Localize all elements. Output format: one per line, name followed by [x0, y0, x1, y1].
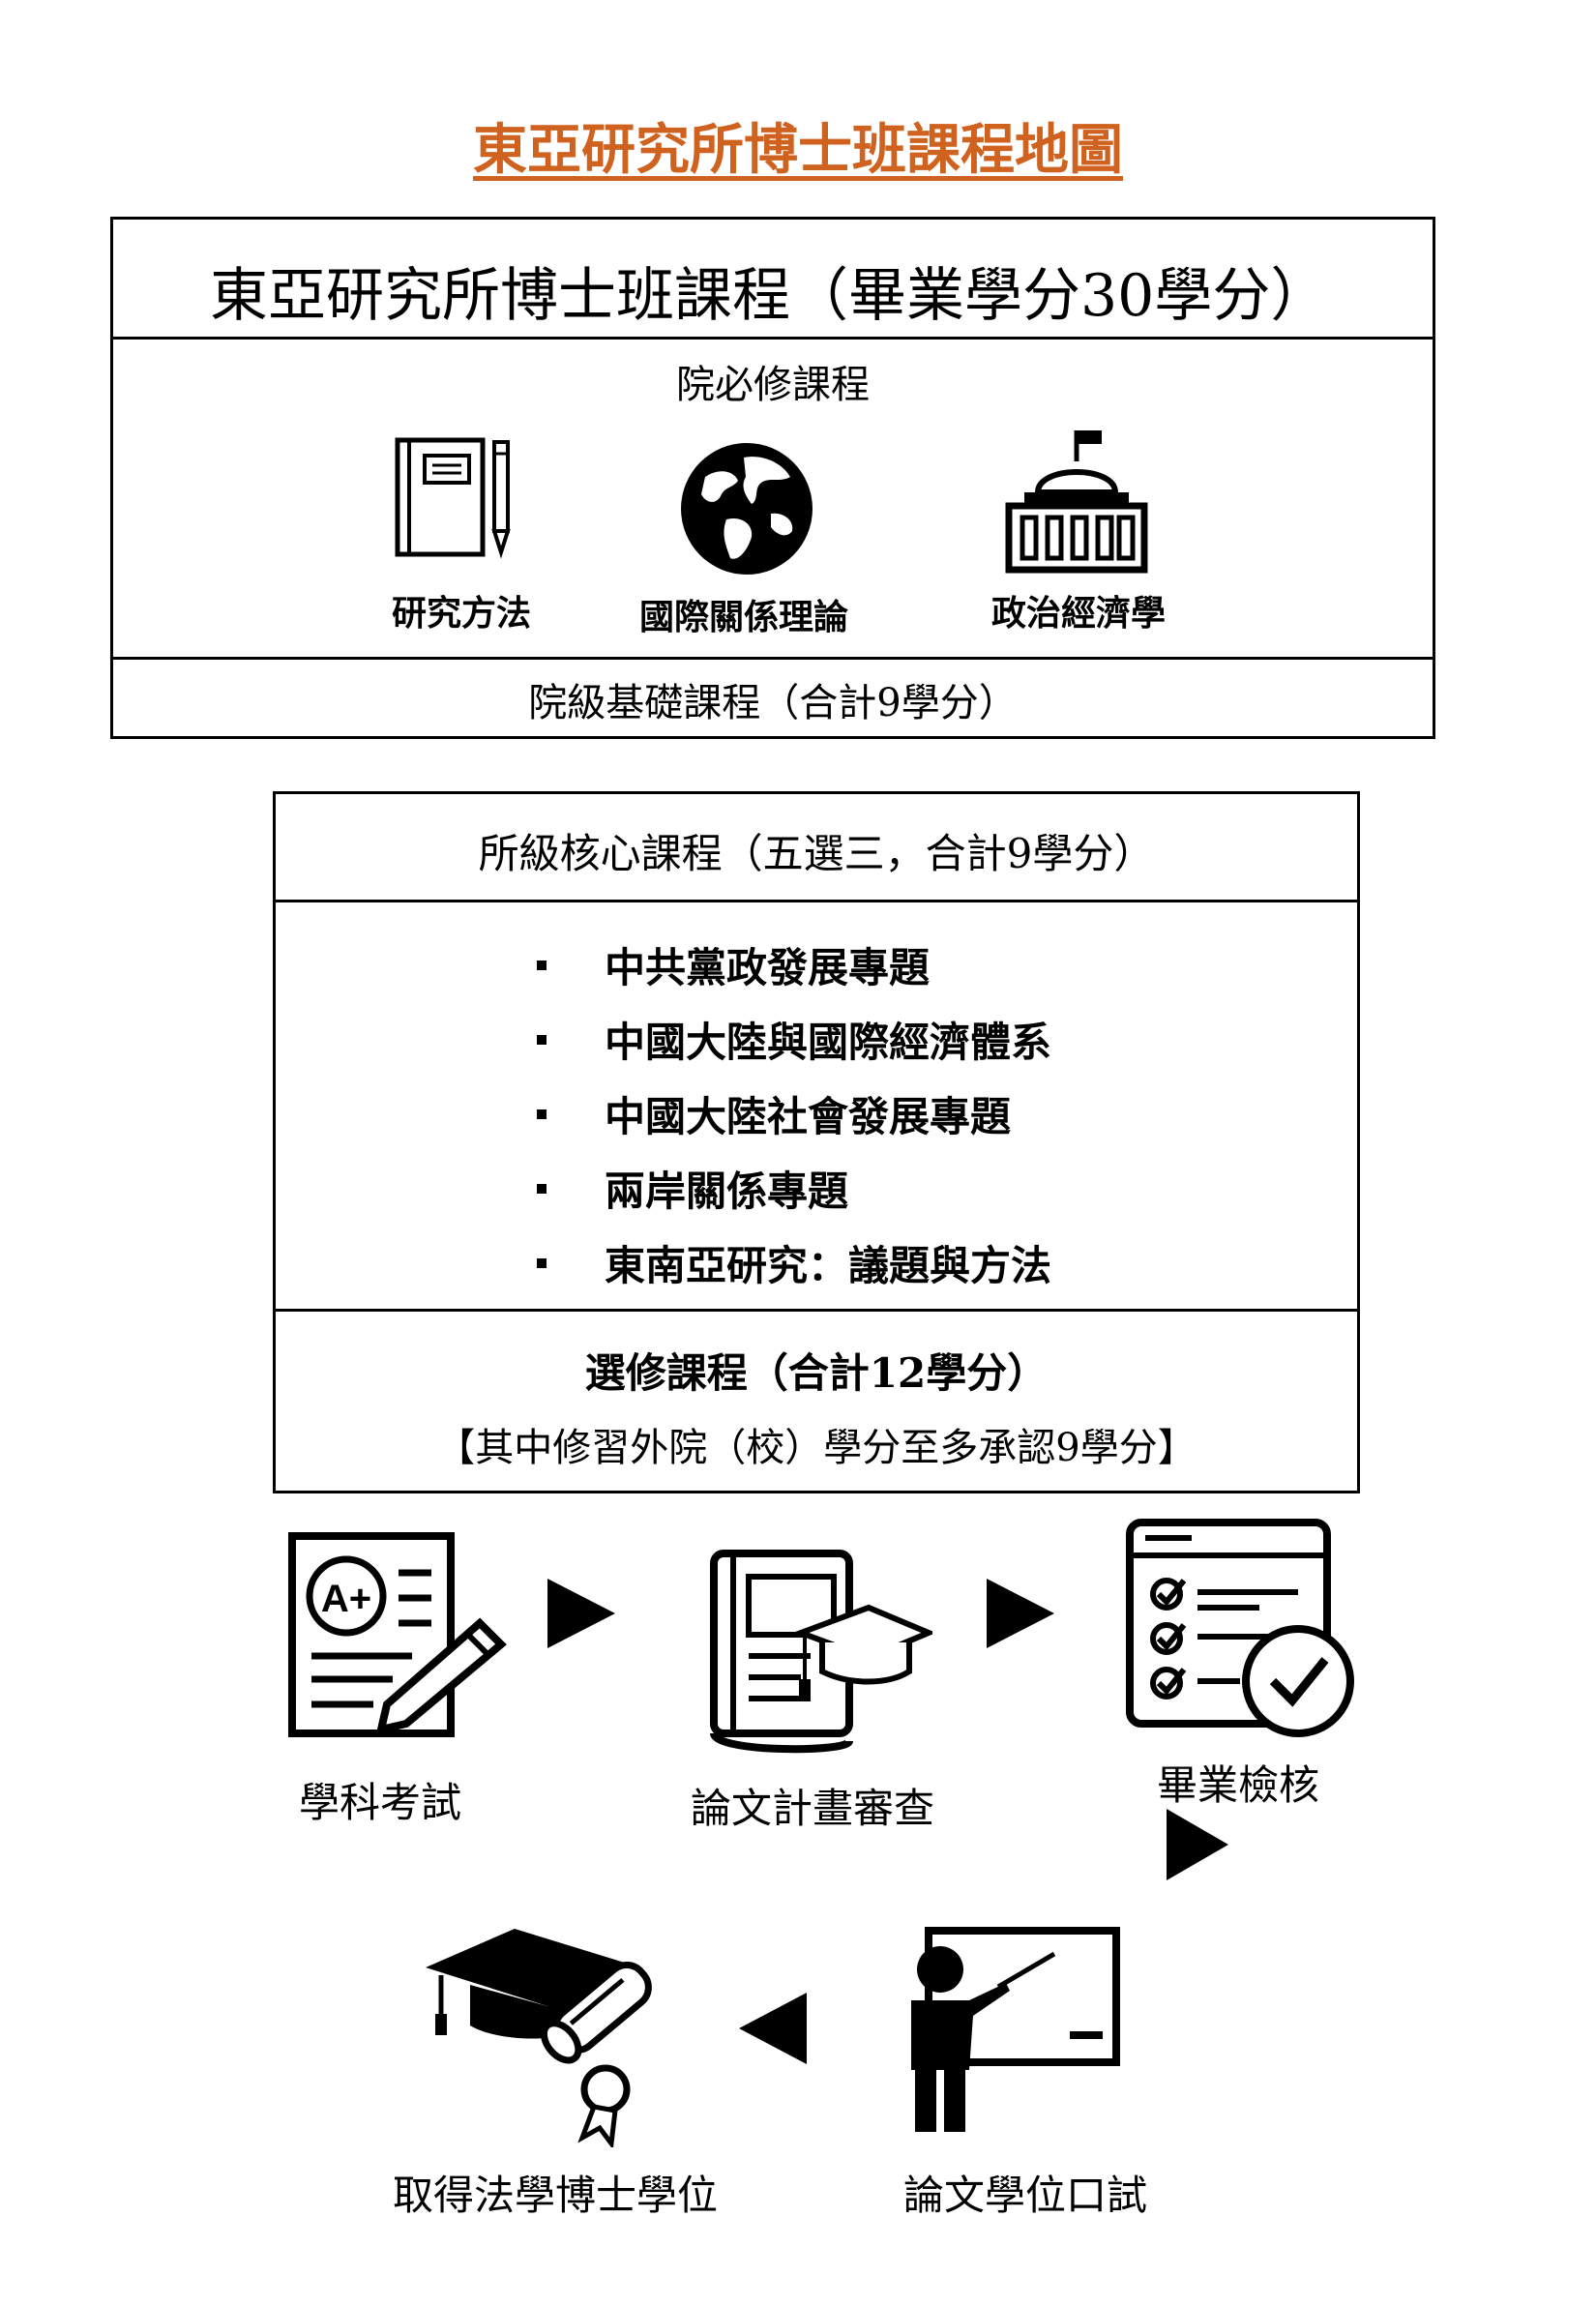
flow-step-label: 畢業檢核: [1156, 1761, 1319, 1809]
list-item: 中國大陸與國際經濟體系: [537, 1002, 1051, 1077]
core-title: 所級核心課程（五選三，合計9學分）: [478, 830, 1155, 877]
page-title: 東亞研究所博士班課程地圖: [473, 118, 1123, 182]
course-label-research-methods: 研究方法: [391, 593, 531, 634]
flow-step-label: 取得法學博士學位: [392, 2172, 718, 2219]
foundation-label: 院級基礎課程（合計9學分）: [528, 681, 1018, 725]
program-box: 東亞研究所博士班課程（畢業學分30學分） 院必修課程 研究方法 國際關係理論 政…: [110, 217, 1435, 739]
list-item-text: 兩岸關係專題: [605, 1168, 849, 1215]
exam-paper-icon: A+: [288, 1532, 507, 1737]
program-title: 東亞研究所博士班課程（畢業學分30學分）: [210, 262, 1329, 330]
bullet-icon: [537, 1257, 547, 1268]
foundation-row: 院級基礎課程（合計9學分）: [113, 657, 1433, 736]
list-item-text: 中國大陸社會發展專題: [605, 1093, 1012, 1140]
list-item: 中國大陸社會發展專題: [537, 1077, 1051, 1151]
list-item-text: 中國大陸與國際經濟體系: [605, 1019, 1052, 1066]
arrow-left-icon: [739, 1993, 807, 2064]
bullet-icon: [537, 1109, 547, 1119]
svg-text:A+: A+: [321, 1578, 371, 1620]
core-header: 所級核心課程（五選三，合計9學分）: [276, 794, 1357, 902]
bullet-icon: [537, 1034, 547, 1045]
checklist-icon: [1126, 1519, 1354, 1737]
required-courses-label: 院必修課程: [676, 363, 870, 407]
bullet-icon: [537, 1183, 547, 1194]
elective-title: 選修課程（合計12學分）: [584, 1349, 1049, 1397]
list-item: 中共黨政發展專題: [537, 928, 1051, 1002]
list-item-text: 中共黨政發展專題: [605, 944, 931, 991]
arrow-right-icon: [987, 1579, 1054, 1648]
core-courses-box: 所級核心課程（五選三，合計9學分） 中共黨政發展專題 中國大陸與國際經濟體系 中…: [273, 791, 1360, 1493]
course-label-international-relations: 國際關係理論: [638, 597, 848, 637]
bullet-icon: [537, 960, 547, 970]
government-building-icon: [1005, 430, 1148, 574]
presenter-board-icon: [911, 1927, 1120, 2132]
list-item: 東南亞研究：議題與方法: [537, 1226, 1051, 1300]
core-course-list: 中共黨政發展專題 中國大陸與國際經濟體系 中國大陸社會發展專題 兩岸關係專題 東…: [537, 928, 1051, 1300]
arrow-right-icon: [1167, 1809, 1228, 1880]
flow-step-label: 論文學位口試: [902, 2172, 1147, 2219]
course-label-political-economy: 政治經濟學: [990, 593, 1166, 634]
elective-note: 【其中修習外院（校）學分至多承認9學分】: [436, 1426, 1197, 1470]
flow-step-label: 學科考試: [298, 1779, 461, 1826]
notebook-icon: [395, 437, 511, 559]
elective-row: 選修課程（合計12學分） 【其中修習外院（校）學分至多承認9學分】: [276, 1309, 1357, 1491]
graduation-cap-diploma-icon: [426, 1929, 652, 2147]
flow-step-label: 論文計畫審查: [690, 1785, 934, 1832]
globe-icon: [681, 443, 813, 575]
arrow-right-icon: [547, 1579, 615, 1648]
book-graduation-cap-icon: [710, 1550, 932, 1754]
program-header: 東亞研究所博士班課程（畢業學分30學分）: [113, 220, 1433, 340]
list-item: 兩岸關係專題: [537, 1151, 1051, 1226]
list-item-text: 東南亞研究：議題與方法: [605, 1242, 1052, 1289]
